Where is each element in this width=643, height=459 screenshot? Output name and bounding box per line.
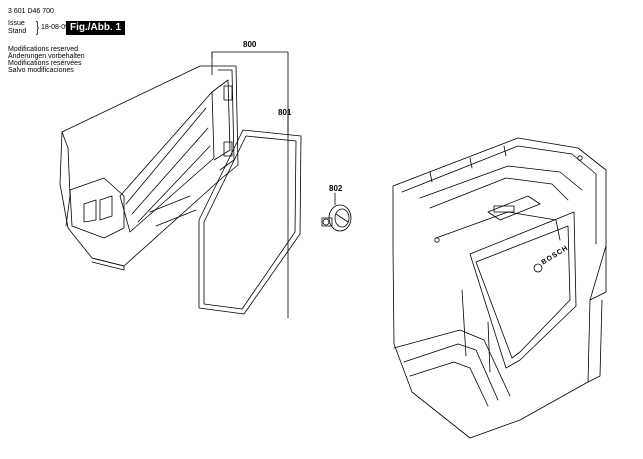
- part-number: 3 601 D46 700: [8, 8, 54, 15]
- figure-label: Fig./Abb. 1: [66, 21, 126, 35]
- modification-line-en: Modifications reserved: [8, 46, 79, 53]
- battery-compartment-part: [59, 65, 239, 271]
- modification-line-fr: Modifications resérvées: [8, 60, 82, 67]
- callout-801: 801: [278, 108, 292, 117]
- stand-label: Stand: [8, 28, 27, 35]
- seal-gasket-part: [198, 129, 302, 315]
- modification-line-de: Änderungen vorbehalten: [8, 53, 85, 60]
- screw-knob-part: [321, 204, 352, 232]
- brace-glyph: }: [36, 19, 40, 36]
- leader-lines: [211, 51, 336, 319]
- radio-housing: [392, 137, 607, 439]
- callout-802: 802: [329, 184, 343, 193]
- modifications-notice: Modifications reserved Änderungen vorbeh…: [8, 46, 85, 74]
- modification-line-es: Salvo modificaciones: [8, 67, 74, 74]
- issue-stand-label: Issue Stand: [8, 20, 36, 36]
- issue-label: Issue: [8, 20, 25, 27]
- issue-date: 18-08-09: [41, 24, 70, 31]
- callout-800: 800: [243, 40, 257, 49]
